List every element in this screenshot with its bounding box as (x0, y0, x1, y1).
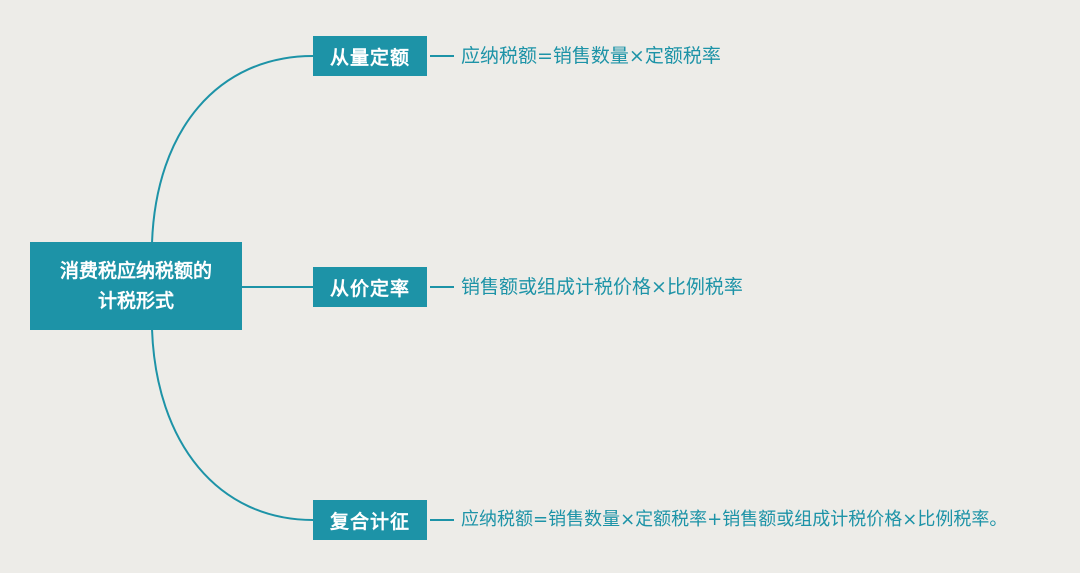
branch-formula-connector (430, 519, 454, 521)
branch-formula-per-quantity: 应纳税额=销售数量×定额税率 (461, 45, 721, 67)
connector-bottom-branch (151, 328, 314, 521)
branch-formula-ad-valorem: 销售额或组成计税价格×比例税率 (461, 276, 743, 298)
branch-formula-connector (430, 55, 454, 57)
root-node[interactable]: 消费税应纳税额的 计税形式 (30, 242, 242, 330)
connector-top-branch (151, 55, 314, 244)
branch-node-label: 从价定率 (329, 277, 410, 300)
root-node-label-line1: 消费税应纳税额的 (59, 259, 212, 282)
branch-node-label: 复合计征 (329, 510, 410, 533)
branch-node-per-quantity[interactable]: 从量定额 (313, 36, 427, 76)
branch-node-compound[interactable]: 复合计征 (313, 500, 427, 540)
branch-node-ad-valorem[interactable]: 从价定率 (313, 267, 427, 307)
branch-formula-compound: 应纳税额=销售数量×定额税率+销售额或组成计税价格×比例税率。 (461, 509, 1008, 530)
root-node-label-line2: 计税形式 (97, 290, 174, 312)
branch-formula-connector (430, 286, 454, 288)
branch-node-label: 从量定额 (329, 46, 410, 69)
